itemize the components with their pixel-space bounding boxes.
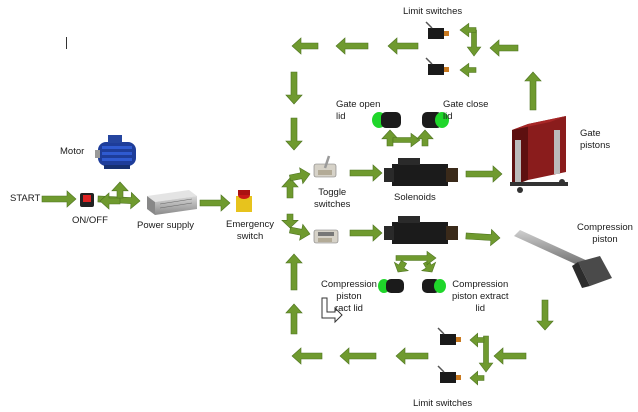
arrow-bottom-to-left-2: [339, 347, 377, 365]
arrow-left-down-2: [285, 117, 303, 151]
compression-retract-led-icon: [378, 279, 404, 293]
compression-extract-label: Compression piston extract lid: [452, 279, 509, 314]
arrow-psu-back: [99, 192, 121, 210]
gate-close-led-icon: [422, 112, 449, 128]
arrow-toggle-to-solenoid-top: [349, 164, 383, 182]
compression-extract-led-icon: [422, 279, 446, 293]
text-cursor: [66, 37, 67, 49]
arrow-left-up-2: [285, 253, 303, 291]
gate-pistons-icon: [510, 116, 568, 193]
solenoid-top-icon: [384, 158, 458, 186]
arrow-top-right-left: [489, 39, 519, 57]
arrow-comp-down: [536, 299, 554, 331]
gate-open-label: Gate open lid: [336, 99, 381, 122]
gate-close-label: Gate close lid: [443, 99, 489, 122]
arrow-emergency-down: [281, 213, 299, 229]
arrow-top-loop-3: [459, 62, 477, 78]
motor-label: Motor: [60, 146, 85, 157]
arrow-psu-to-emergency: [199, 194, 231, 212]
start-label: START: [10, 193, 41, 204]
arrow-to-motor: [111, 181, 129, 199]
limit-switch-bottom2-icon: [437, 365, 461, 383]
arrow-top-left: [335, 37, 369, 55]
arrow-comp-bar: [395, 250, 437, 266]
arrow-gate-close-up: [416, 129, 434, 147]
compression-piston-label: Compression piston: [577, 222, 633, 245]
on-off-label: ON/OFF: [72, 215, 108, 226]
toggle-switches-label: Toggle switches: [314, 187, 351, 210]
arrow-bottom-loop-1: [478, 335, 494, 373]
arrow-split-to-toggle-bottom: [289, 223, 311, 241]
arrow-gate-lid-link: [392, 132, 421, 148]
solenoids-label: Solenoids: [394, 192, 436, 203]
arrow-bottom-to-left-1: [395, 347, 429, 365]
limit-switch-top1-icon: [425, 21, 449, 39]
on-off-switch-icon: [80, 193, 94, 207]
limit-switch-bottom1-icon: [437, 327, 461, 345]
arrow-toggle-to-solenoid-bottom: [349, 224, 383, 242]
arrow-limit-to-left: [387, 37, 419, 55]
arrow-top-corner: [291, 37, 319, 55]
arrow-left-down-1: [285, 71, 303, 105]
arrow-solenoid-to-gate-pistons: [465, 165, 503, 183]
flow-arrows: [41, 22, 554, 386]
arrow-bottom-right-left: [493, 347, 527, 365]
limit-switches-bottom-label: Limit switches: [413, 398, 473, 409]
gate-open-led-icon: [372, 112, 401, 128]
arrow-solenoid-to-compression: [465, 228, 501, 247]
arrow-start-to-switch: [41, 190, 77, 208]
arrow-bottom-corner: [291, 347, 323, 365]
arrow-comp-split-left: [393, 260, 410, 273]
arrow-bottom-loop-2: [469, 332, 485, 348]
gate-pistons-label: Gate pistons: [580, 128, 611, 151]
solenoid-bottom-icon: [384, 216, 458, 244]
arrow-left-up-1: [285, 303, 303, 335]
arrow-top-loop-2: [459, 22, 477, 38]
power-supply-icon: [147, 190, 197, 215]
arrow-top-loop-1: [466, 29, 482, 57]
arrow-bottom-loop-3: [469, 370, 485, 386]
toggle-switch-bottom-icon: [313, 229, 339, 244]
arrow-split-to-toggle-top: [289, 167, 311, 185]
power-supply-label: Power supply: [137, 220, 195, 231]
arrow-gate-pistons-up: [524, 71, 542, 111]
hollow-arrow-icon: [321, 297, 343, 324]
limit-switches-top-label: Limit switches: [403, 6, 463, 17]
compression-piston-icon: [514, 230, 612, 288]
toggle-switch-top-icon: [313, 155, 337, 178]
emergency-switch-label: Emergency switch: [226, 219, 275, 242]
arrow-emergency-up: [281, 177, 299, 199]
limit-switch-top2-icon: [425, 57, 449, 75]
emergency-switch-icon: [236, 190, 252, 212]
motor-icon: [95, 135, 136, 169]
compression-retract-label: Compression piston ract lid: [321, 279, 377, 314]
